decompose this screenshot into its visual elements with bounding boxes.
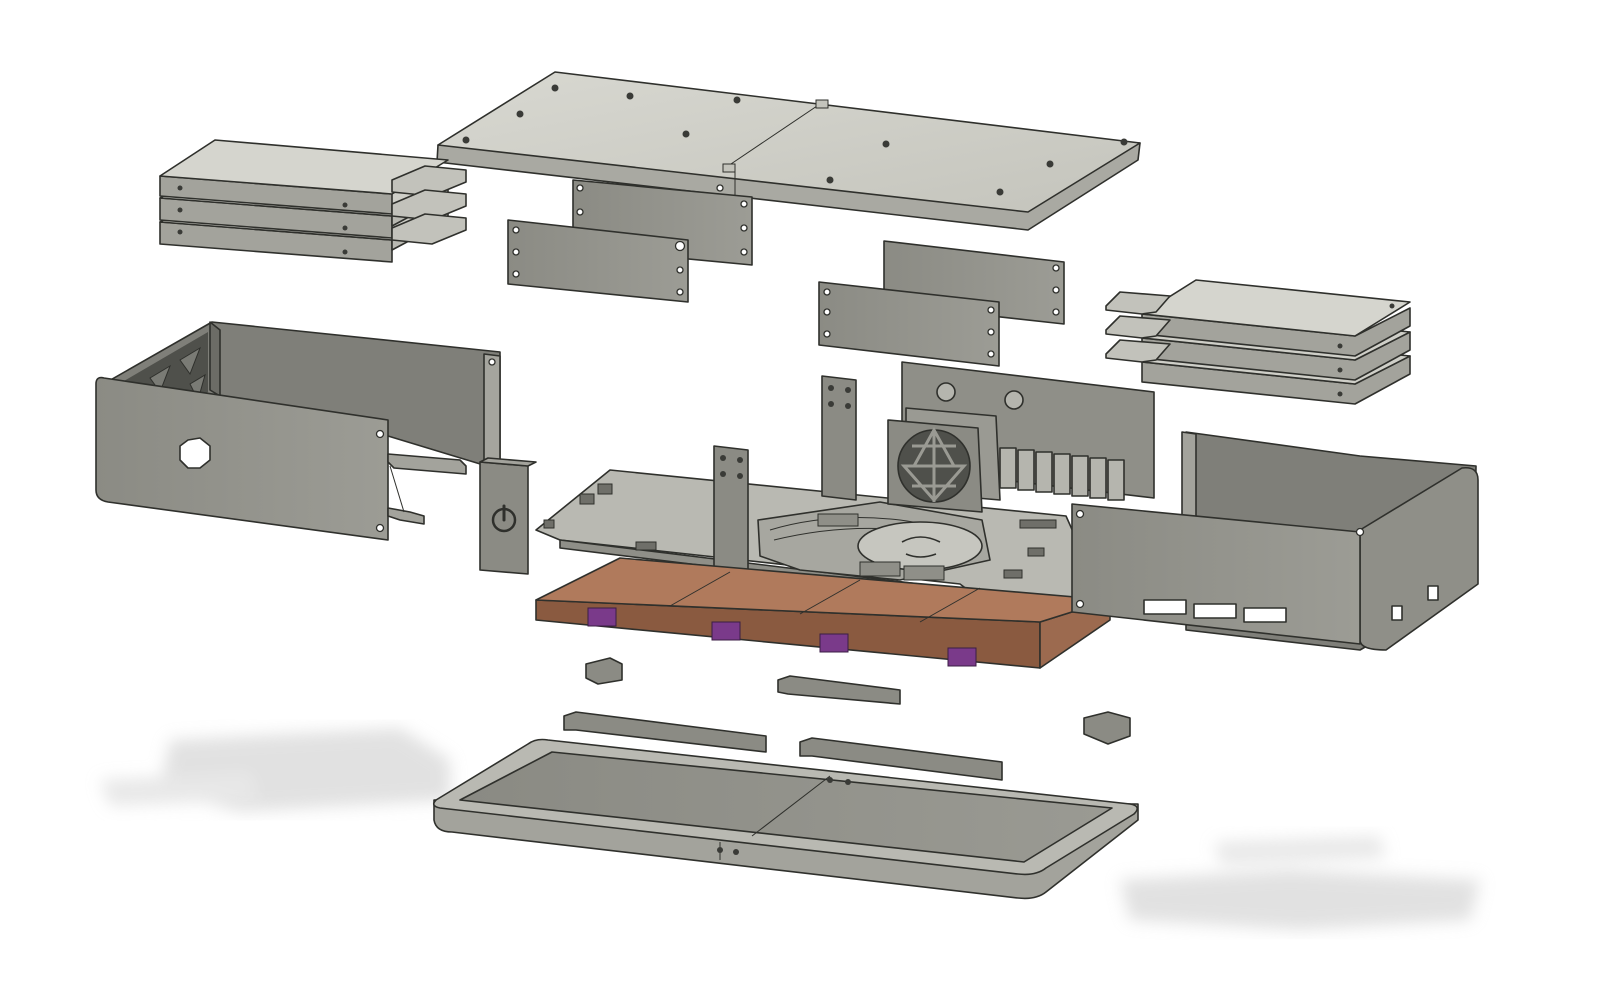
power-symbol-icon bbox=[491, 504, 517, 533]
ssd-stack-left bbox=[159, 139, 467, 263]
left-enclosure-shell bbox=[95, 321, 501, 541]
ssd-drive bbox=[159, 139, 449, 255]
mount-clip-right bbox=[1083, 711, 1131, 745]
mount-clip-left bbox=[585, 657, 623, 685]
right-enclosure-shell bbox=[1071, 431, 1479, 651]
ssd-connector-tabs bbox=[1105, 291, 1171, 363]
left-bracket-panel bbox=[507, 219, 689, 303]
center-rail bbox=[777, 675, 901, 705]
fan-io-module bbox=[887, 361, 1155, 513]
right-bracket-panel-front bbox=[818, 281, 1000, 367]
heatsink-assembly bbox=[757, 501, 991, 581]
power-button-panel bbox=[479, 457, 537, 575]
fan-grille-icon bbox=[887, 407, 1001, 513]
battery-connectors bbox=[587, 607, 977, 667]
ssd-connector-tabs bbox=[391, 165, 467, 245]
floor-shadow-right bbox=[1120, 836, 1480, 930]
lower-rail-left bbox=[563, 711, 767, 753]
port-cutout-octagon bbox=[179, 437, 211, 469]
lower-rail-right bbox=[799, 737, 1003, 781]
ssd-stack-right bbox=[1105, 279, 1411, 405]
lid-screw-holes bbox=[462, 84, 1128, 196]
top-lid-plate bbox=[436, 71, 1141, 231]
shell-rails bbox=[387, 453, 467, 525]
battery-pack bbox=[535, 557, 1111, 669]
standoff-bracket-rear bbox=[821, 375, 857, 501]
board-components bbox=[543, 483, 1057, 579]
io-connectors bbox=[999, 447, 1125, 501]
floor-shadow-left bbox=[100, 728, 450, 812]
bottom-tray bbox=[432, 738, 1139, 900]
usb-port-cutouts bbox=[1143, 599, 1287, 623]
ssd-drive bbox=[1141, 279, 1411, 397]
